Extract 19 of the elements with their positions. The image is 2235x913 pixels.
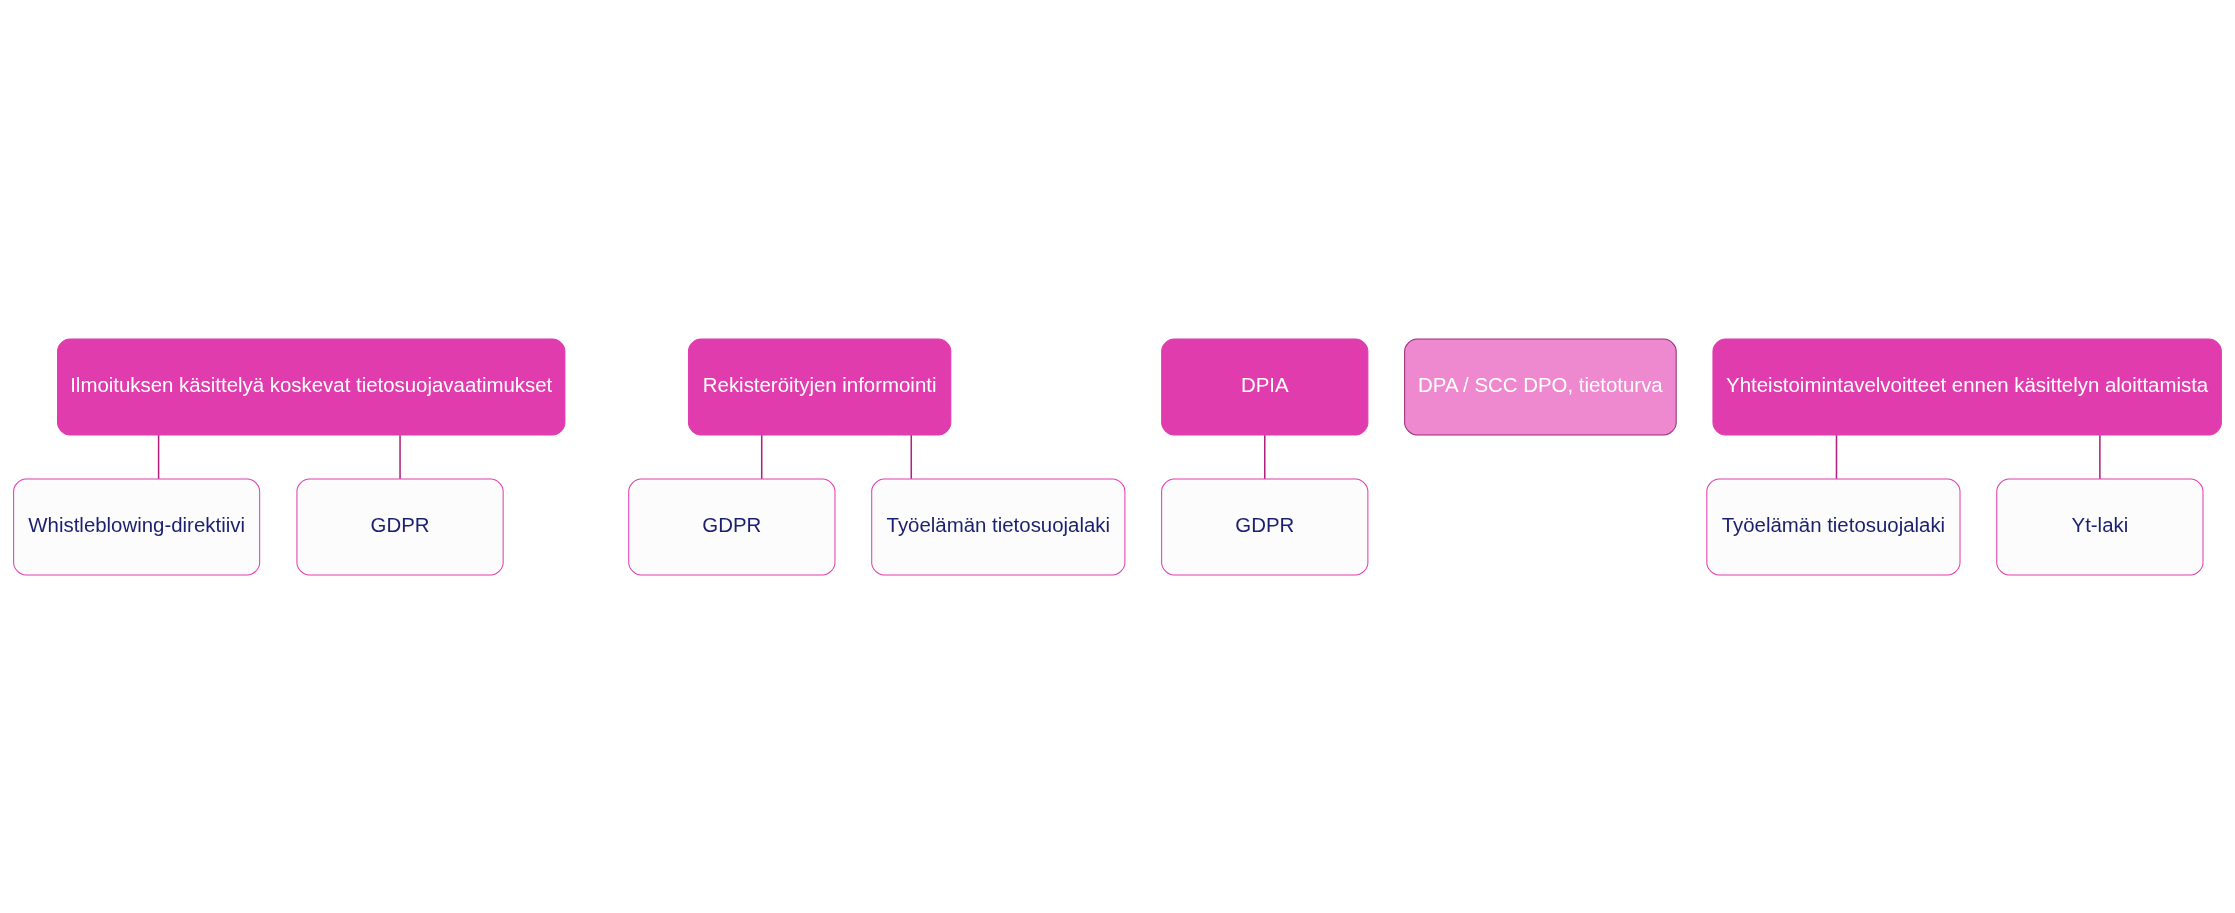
node-box: Työelämän tietosuojalaki <box>1706 477 1961 575</box>
connector <box>2099 433 2101 479</box>
node-box: Työelämän tietosuojalaki <box>871 477 1126 575</box>
node-box: DPIA <box>1161 338 1369 436</box>
node-box: GDPR <box>296 477 504 575</box>
connector <box>760 433 763 479</box>
node-box: GDPR <box>628 477 836 575</box>
connector <box>910 433 913 479</box>
node-box: Rekisteröityjen informointi <box>687 338 952 436</box>
node-box: Ilmoituksen käsittelyä koskevat tietosuojavaatimukset <box>57 338 566 436</box>
node-box: Yt-laki <box>1996 477 2204 575</box>
node-box: Yhteistoimintavelvoitteet ennen käsittelyn aloittamista <box>1712 338 2222 436</box>
node-box: DPA / SCC DPO, tietoturva <box>1404 338 1677 436</box>
connector <box>399 433 401 479</box>
connector <box>1835 433 1838 479</box>
node-box: Whistleblowing-direktiivi <box>13 477 261 575</box>
node-box: GDPR <box>1161 477 1369 575</box>
connector <box>157 433 160 479</box>
connector <box>1264 433 1266 479</box>
